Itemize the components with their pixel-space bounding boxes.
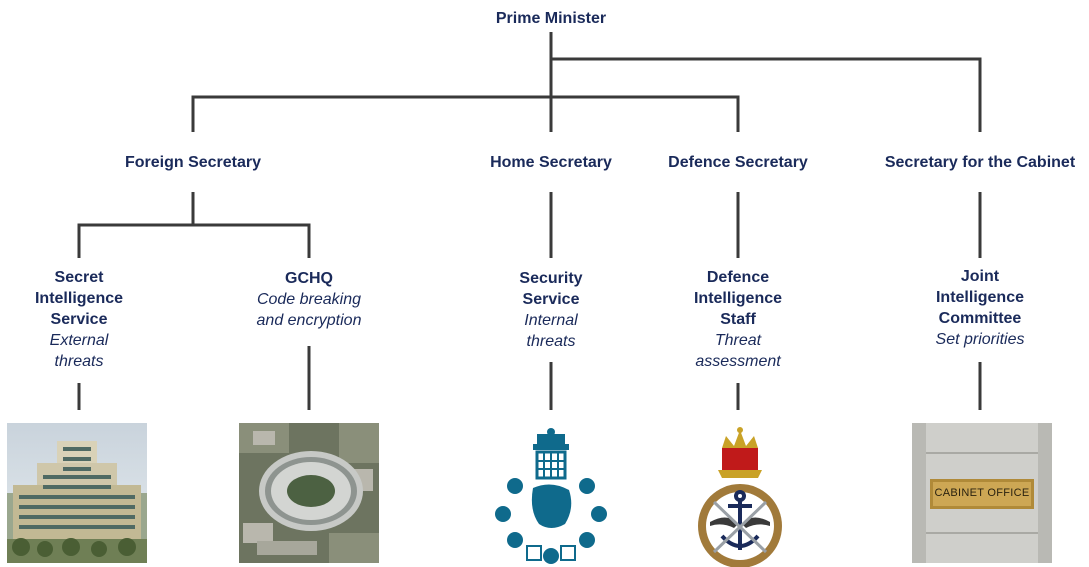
jic-role-line1: Set priorities <box>935 331 1025 348</box>
defence-secretary-label: Defence Secretary <box>668 154 808 171</box>
gchq-role-line1: Code breaking <box>256 291 362 308</box>
prime-minister-label: Prime Minister <box>495 10 607 27</box>
security-service-node: Security Service Internal threats <box>519 268 582 352</box>
sis-node: Secret Intelligence Service External thr… <box>35 267 123 372</box>
dis-name-line2: Intelligence <box>693 290 783 307</box>
gchq-aerial-image <box>239 423 379 563</box>
jic-name-line1: Joint <box>960 268 1000 285</box>
security-service-name-line2: Service <box>522 291 580 308</box>
home-secretary-label: Home Secretary <box>490 154 612 171</box>
foreign-secretary-label: Foreign Secretary <box>124 154 262 171</box>
sis-name-line1: Secret <box>54 269 104 286</box>
home-secretary-node: Home Secretary <box>490 154 612 172</box>
jic-name-line2: Intelligence <box>935 289 1025 306</box>
sis-name-line2: Intelligence <box>34 290 124 307</box>
cabinet-secretary-node: Secretary for the Cabinet <box>885 154 1075 172</box>
sis-role-line1: External <box>49 332 109 349</box>
security-service-role-line1: Internal <box>524 312 578 329</box>
dis-role-line2: assessment <box>695 353 781 370</box>
jic-node: Joint Intelligence Committee Set priorit… <box>936 266 1025 350</box>
sis-role-line2: threats <box>54 353 104 370</box>
gchq-node: GCHQ Code breaking and encryption <box>257 268 362 331</box>
foreign-secretary-node: Foreign Secretary <box>125 154 261 172</box>
sis-name-line3: Service <box>50 311 108 328</box>
security-service-crest-icon <box>495 428 607 564</box>
security-service-role-line2: threats <box>526 333 576 350</box>
security-service-name-line1: Security <box>519 270 583 287</box>
sis-building-image <box>7 423 147 563</box>
defence-intelligence-badge-icon <box>698 427 782 567</box>
prime-minister-node: Prime Minister <box>496 10 606 28</box>
dis-name-line3: Staff <box>720 311 756 328</box>
cabinet-secretary-label: Secretary for the Cabinet <box>884 154 1076 171</box>
cabinet-office-sign-image <box>912 423 1052 563</box>
jic-name-line3: Committee <box>938 310 1022 327</box>
defence-secretary-node: Defence Secretary <box>668 154 808 172</box>
cabinet-office-sign-text: CABINET OFFICE <box>934 487 1030 499</box>
dis-node: Defence Intelligence Staff Threat assess… <box>694 267 782 372</box>
gchq-name: GCHQ <box>285 270 333 287</box>
dis-role-line1: Threat <box>714 332 762 349</box>
gchq-role-line2: and encryption <box>256 312 362 329</box>
dis-name-line1: Defence <box>706 269 770 286</box>
